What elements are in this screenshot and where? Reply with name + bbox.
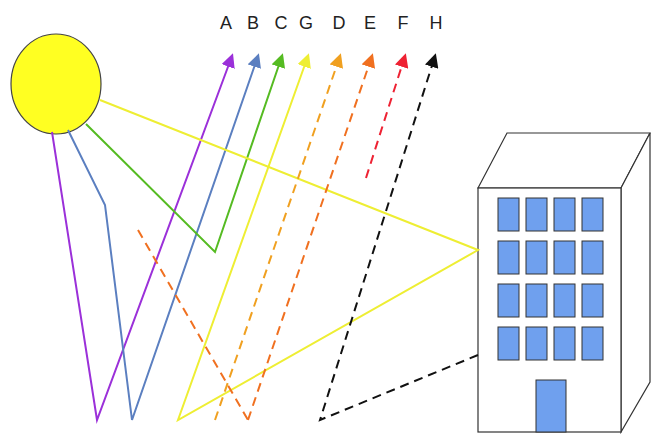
building-window [498, 198, 519, 231]
ray-label: D [333, 14, 346, 32]
ray-label: E [364, 14, 376, 32]
building-window [498, 327, 519, 360]
ray-label: C [275, 14, 288, 32]
building-window [554, 327, 575, 360]
ray-label: A [220, 14, 232, 32]
ray-label: F [398, 14, 409, 32]
building-window [526, 241, 547, 274]
building-window [526, 327, 547, 360]
building-door [536, 380, 566, 432]
building-window [582, 284, 603, 317]
building-window [554, 284, 575, 317]
building-window [498, 241, 519, 274]
building-window [526, 284, 547, 317]
building [478, 133, 650, 432]
radiation-rays [52, 56, 478, 420]
ray-label: H [430, 14, 443, 32]
ray-label: G [299, 14, 313, 32]
building-window [582, 198, 603, 231]
building-window [582, 327, 603, 360]
building-window [554, 241, 575, 274]
building-window [554, 198, 575, 231]
ray-label: B [247, 14, 259, 32]
sun [11, 34, 101, 134]
building-window [582, 241, 603, 274]
building-windows [498, 198, 603, 360]
building-window [498, 284, 519, 317]
building-window [526, 198, 547, 231]
